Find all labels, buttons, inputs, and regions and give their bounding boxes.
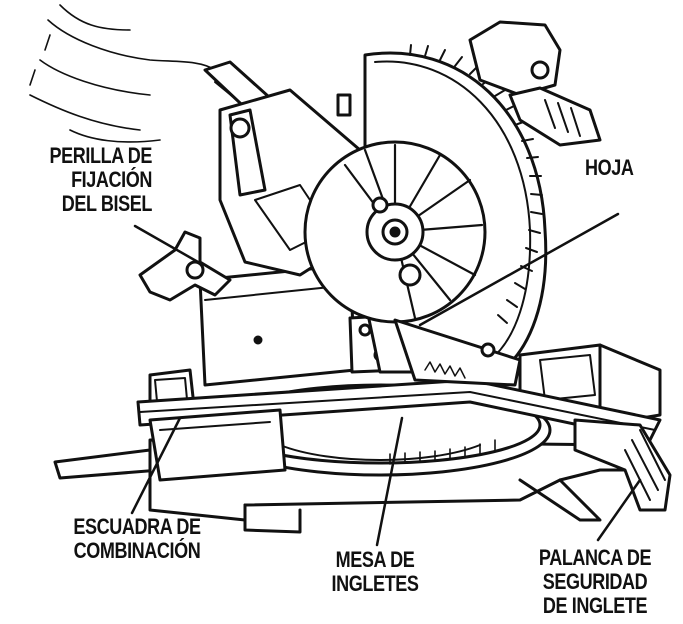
- bevel-lock-leader: [133, 224, 200, 264]
- blade-label-line-1: HOJA: [585, 155, 634, 180]
- miter-lock-label-line-2: SEGURIDAD: [542, 569, 648, 594]
- bevel-lock-label-line-3: DEL BISEL: [61, 191, 153, 216]
- miter-lock-lever-leader: [596, 478, 642, 542]
- miter-lock-label-line-3: DE INGLETE: [542, 593, 648, 618]
- handle: [468, 20, 602, 147]
- miter-lock-lever: [573, 418, 672, 512]
- combination-square-leader: [130, 416, 182, 515]
- hand-sketch: [29, 4, 216, 143]
- miter-table-label-line-1: MESA DE: [335, 547, 415, 572]
- blade-leader: [418, 212, 620, 327]
- miter-table-label-line-2: INGLETES: [331, 571, 419, 596]
- bevel-lock-knob-label: PERILLA DE FIJACIÓN DEL BISEL: [31, 143, 153, 216]
- bevel-lock-label-line-2: FIJACIÓN: [71, 167, 152, 192]
- miter-table-leader: [375, 416, 404, 547]
- blade-label: HOJA: [585, 155, 634, 180]
- bevel-lock-label-line-1: PERILLA DE: [49, 143, 153, 168]
- bevel-lock-knob: [138, 230, 232, 302]
- lower-blade-guard: [303, 140, 487, 324]
- saw-blade: [393, 318, 522, 387]
- miter-lock-label-line-1: PALANCA DE: [538, 545, 652, 570]
- combination-square-label: ESCUADRA DE COMBINACIÓN: [59, 515, 215, 563]
- leader-lines: [130, 212, 642, 547]
- miter-table-label: MESA DE INGLETES: [314, 548, 437, 596]
- combination-square-label-line-1: ESCUADRA DE: [73, 514, 201, 539]
- miter-lock-lever-label: PALANCA DE SEGURIDAD DE INGLETE: [525, 546, 664, 618]
- combination-square-label-line-2: COMBINACIÓN: [73, 538, 201, 563]
